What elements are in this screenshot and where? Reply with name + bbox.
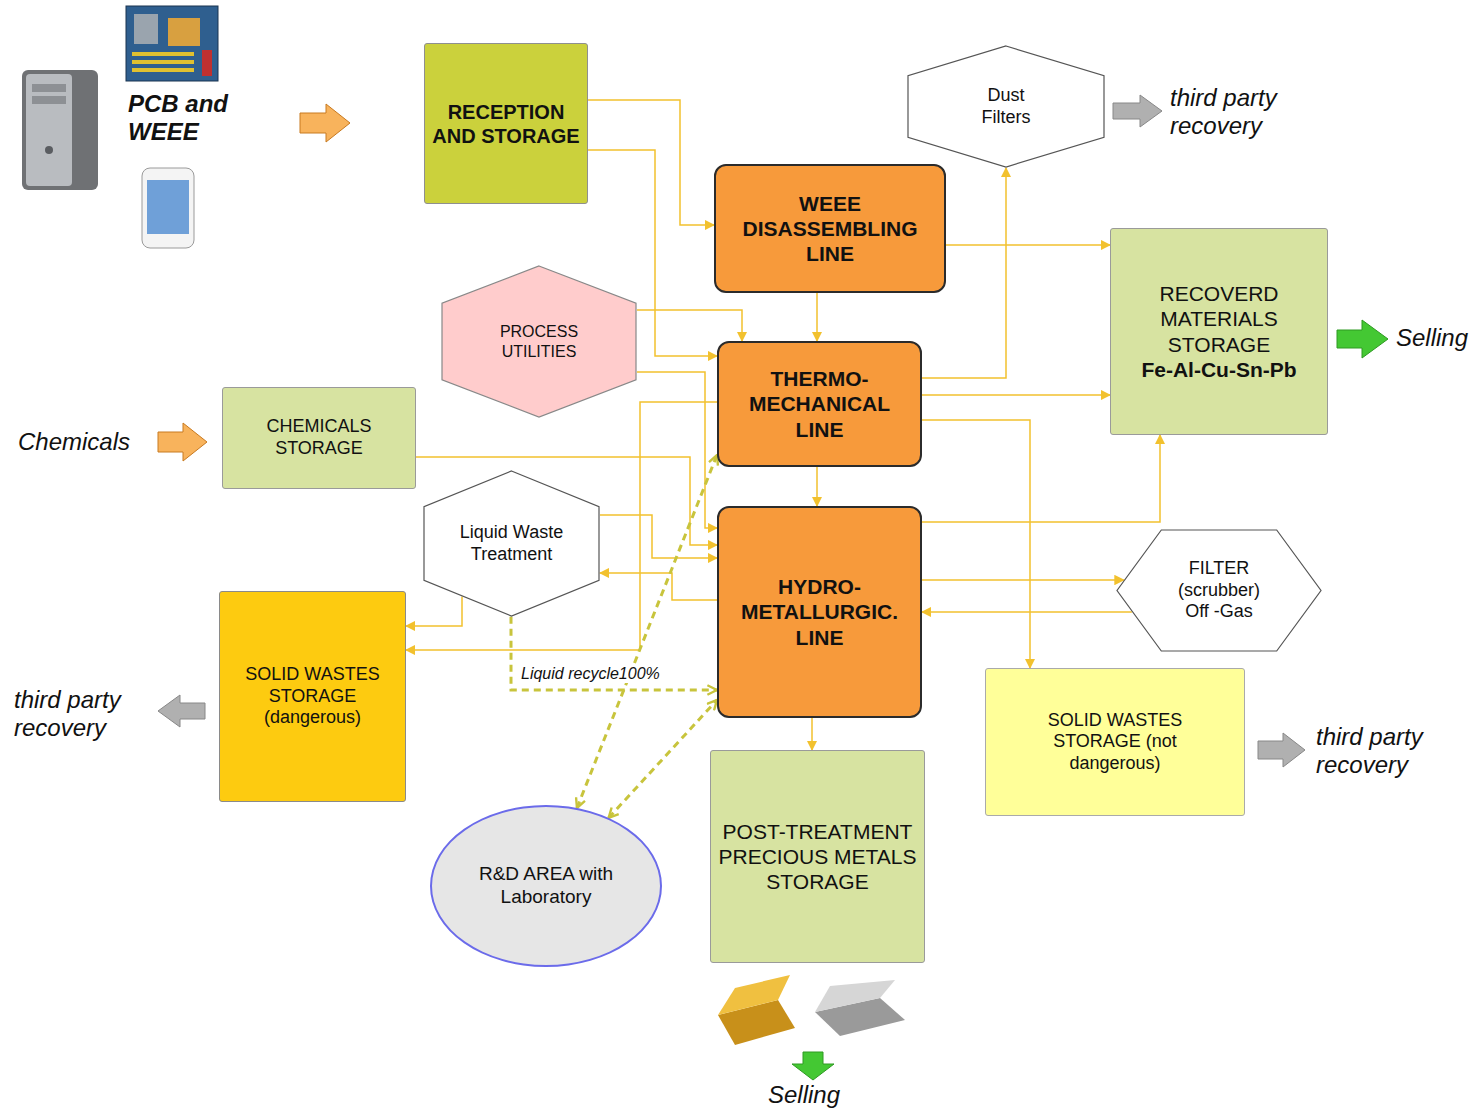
node-title: Liquid Waste Treatment <box>452 522 572 565</box>
flow-connector <box>811 718 813 750</box>
node-title: CHEMICALS STORAGE <box>249 416 389 459</box>
annotation-label: Chemicals <box>18 428 130 456</box>
node-title: SOLID WASTES STORAGE (not dangerous) <box>1035 710 1195 775</box>
hexagon-shape <box>424 471 599 616</box>
node-title: SOLID WASTES STORAGE (dangerous) <box>233 664 393 729</box>
dashed-connector <box>511 617 717 690</box>
node-title: WEEE DISASSEMBLING LINE <box>728 191 933 267</box>
treatment-hexagon: Liquid Waste Treatment <box>423 470 600 617</box>
selling-arrow <box>792 1052 834 1080</box>
silver-bar-icon <box>815 980 905 1036</box>
annotation-label: third party recovery <box>1316 723 1451 778</box>
annotation-label: third party recovery <box>14 686 154 741</box>
storage-box: POST-TREATMENT PRECIOUS METALS STORAGE <box>710 750 925 963</box>
storage-box: CHEMICALS STORAGE <box>222 387 416 489</box>
waste-storage-box: SOLID WASTES STORAGE (not dangerous) <box>985 668 1245 816</box>
node-title: RECEPTION AND STORAGE <box>431 100 581 148</box>
flow-connector <box>922 611 1132 613</box>
process-line-box: HYDRO- METALLURGIC. LINE <box>717 506 922 718</box>
flow-connector <box>637 310 742 341</box>
phone-screen <box>147 180 189 234</box>
flow-connector <box>406 402 717 650</box>
hexagon-shape <box>442 266 636 417</box>
heatsink <box>168 18 200 46</box>
tower-front <box>26 74 72 186</box>
flow-connector <box>922 420 1030 668</box>
utilities-hexagon: PROCESS UTILITIES <box>441 265 637 418</box>
flow-connector <box>637 372 717 528</box>
chip <box>134 14 158 44</box>
storage-box: RECEPTION AND STORAGE <box>424 43 588 204</box>
hexagon-outline <box>441 265 637 418</box>
storage-box: RECOVERD MATERIALS STORAGEFe-Al-Cu-Sn-Pb <box>1110 228 1328 435</box>
annotation-label: PCB and WEEE <box>128 90 246 145</box>
flow-connector <box>816 293 818 341</box>
drive-bay <box>32 84 66 92</box>
hexagon-shape <box>1117 530 1321 651</box>
output-arrow <box>1258 733 1305 767</box>
flow-connector <box>600 573 717 600</box>
flow-connector <box>922 435 1160 522</box>
connector-label: Liquid recycle100% <box>518 665 663 683</box>
phone-body <box>142 168 194 248</box>
dashed-connector <box>609 700 717 818</box>
filter-hexagon: FILTER (scrubber) Off -Gas <box>1116 529 1322 652</box>
drive-bay <box>32 96 66 104</box>
annotation-label: Selling <box>1396 324 1468 352</box>
node-title: R&D AREA with Laboratory <box>471 863 621 909</box>
annotation-label: third party recovery <box>1170 84 1300 139</box>
lab-ellipse: R&D AREA with Laboratory <box>430 805 662 967</box>
selling-arrow <box>1337 320 1388 358</box>
node-title: POST-TREATMENT PRECIOUS METALS STORAGE <box>717 819 918 895</box>
flow-connector <box>600 515 717 558</box>
node-title: Dust Filters <box>966 85 1046 128</box>
node-title: PROCESS UTILITIES <box>484 322 594 360</box>
flow-connector <box>922 579 1124 581</box>
input-arrow <box>158 423 207 461</box>
connector <box>202 50 212 76</box>
gold-bar-icon <box>718 975 795 1045</box>
node-title: FILTER (scrubber) Off -Gas <box>1172 558 1267 623</box>
tower-case <box>22 70 98 190</box>
node-title: THERMO- MECHANICAL LINE <box>730 366 910 442</box>
flow-connector <box>816 467 818 506</box>
slot <box>132 68 194 72</box>
phone-icon <box>142 168 194 248</box>
power-button <box>45 146 53 154</box>
bar-top <box>718 975 790 1015</box>
output-arrow <box>158 695 205 727</box>
board <box>126 6 218 81</box>
slot <box>132 60 194 64</box>
flow-connector <box>946 244 1110 246</box>
annotation-label: Selling <box>768 1081 840 1109</box>
flow-connector <box>406 596 462 626</box>
flow-connector <box>588 100 714 225</box>
input-arrow <box>300 104 350 142</box>
process-line-box: THERMO- MECHANICAL LINE <box>717 341 922 467</box>
process-line-box: WEEE DISASSEMBLING LINE <box>714 164 946 293</box>
hexagon-shape <box>908 46 1104 167</box>
motherboard-icon <box>126 6 218 81</box>
bar-top <box>815 980 895 1012</box>
flow-connector <box>922 394 1110 396</box>
computer-tower-icon <box>22 70 98 190</box>
node-title: HYDRO- METALLURGIC. LINE <box>730 574 910 650</box>
filter-hexagon: Dust Filters <box>907 45 1105 168</box>
output-arrow <box>1113 95 1162 127</box>
node-title: RECOVERD MATERIALS STORAGE <box>1139 281 1299 357</box>
waste-storage-box: SOLID WASTES STORAGE (dangerous) <box>219 591 406 802</box>
slot <box>132 52 194 56</box>
node-subtitle: Fe-Al-Cu-Sn-Pb <box>1141 357 1296 382</box>
